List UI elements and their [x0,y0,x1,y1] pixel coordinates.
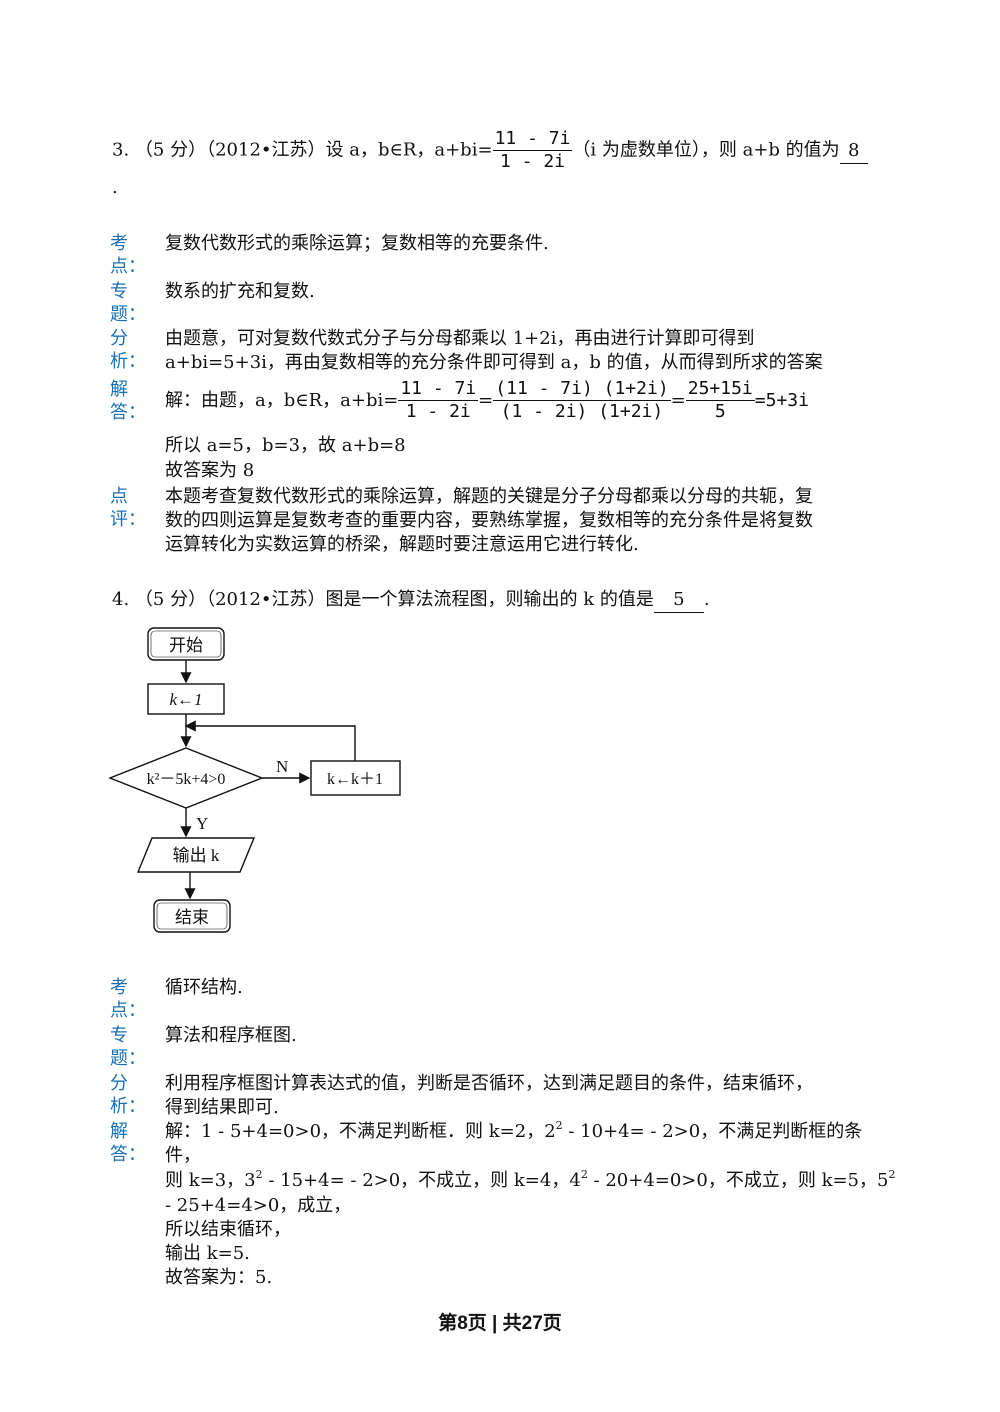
q3-dianping-label: 点评： [110,486,146,530]
q4-jieda-line6: 输出 k=5. [165,1243,250,1264]
q3-dianping-line2: 数的四则运算是复数考查的重要内容，要熟练掌握，复数相等的充分条件是将复数 [165,510,813,531]
q3-suffix: （i 为虚数单位），则 a+b 的值为 [572,139,840,161]
q4-jieda-line2: 件， [165,1145,201,1166]
flow-output-box [136,837,256,873]
flow-output-label: 输出 k [173,846,220,865]
flow-start-label: 开始 [169,636,203,655]
q4-kaodian: 循环结构. [165,977,243,998]
q3-zhuanti: 数系的扩充和复数. [165,281,315,302]
q3-kaodian-label: 考点： [110,233,146,277]
flow-increment-box [310,760,401,796]
flow-condition-label: k²－5k+4>0 [147,771,226,788]
q4-fenxi-label: 分析： [110,1073,146,1117]
q4-jieda-label: 解答： [110,1121,146,1165]
q4-jieda-line3: 则 k=3，32 - 15+4= - 2>0，不成立，则 k=4，42 - 20… [165,1168,896,1191]
page-footer: 第8页 | 共27页 [438,1313,562,1334]
q3-text: （5 分）（2012•江苏）设 a，b∈R，a+bi= [134,139,493,161]
q3-kaodian: 复数代数形式的乘除运算；复数相等的充要条件. [165,233,549,254]
q3-zhuanti-label: 专题： [110,281,146,325]
q3-fenxi-line2: a+bi=5+3i，再由复数相等的充分条件即可得到 a，b 的值，从而得到所求的… [165,352,823,373]
q4-kaodian-label: 考点： [110,977,146,1021]
flow-end-box [153,899,231,933]
q3-jieda-line2: 所以 a=5，b=3，故 a+b=8 [165,435,406,456]
q3-fenxi-label: 分析： [110,328,146,372]
q4-text: （5 分）（2012•江苏）图是一个算法流程图，则输出的 k 的值是 [134,589,654,610]
q3-dianping-line3: 运算转化为实数运算的桥梁，解题时要注意运用它进行转化. [165,534,639,555]
q3-number: 3. [112,139,130,161]
q4-jieda-line5: 所以结束循环， [165,1219,291,1240]
q3-jieda-line3: 故答案为 8 [165,460,255,481]
q4-jieda-line4: - 25+4=4>0，成立， [165,1195,352,1216]
q4-zhuanti: 算法和程序框图. [165,1025,297,1046]
q4-fenxi-line2: 得到结果即可. [165,1097,279,1118]
q4-number: 4. [112,589,130,610]
q3-dot: . [112,177,118,198]
q4-fenxi-line1: 利用程序框图计算表达式的值，判断是否循环，达到满足题目的条件，结束循环， [165,1073,813,1094]
flow-init-label: k←1 [169,690,202,709]
flow-yes-label: Y [196,814,208,833]
q4-jieda-line7: 故答案为：5. [165,1267,273,1288]
q3-answer: 8 [839,139,868,164]
q3-dianping-line1: 本题考查复数代数形式的乘除运算，解题的关键是分子分母都乘以分母的共轭，复 [165,486,813,507]
q3-jieda-label: 解答： [110,379,146,423]
flow-increment-label: k←k＋1 [327,771,383,788]
q4-answer: 5 [653,588,704,613]
q4-jieda-line1: 解：1 - 5+4=0>0，不满足判断框．则 k=2，22 - 10+4= - … [165,1119,863,1142]
q3-fenxi-line1: 由题意，可对复数代数式分子与分母都乘以 1+2i，再由进行计算即可得到 [165,328,755,349]
q4-zhuanti-label: 专题： [110,1025,146,1069]
flow-loop-back [184,720,356,761]
q3-fraction-2: (11 - 7i) (1+2i)(1 - 2i) (1+2i) [493,378,671,422]
q4-flowchart: 开始 k←1 k²－5k+4>0 N k←k＋1 Y 输出 k 结束 [108,627,401,933]
flow-end-label: 结束 [175,908,209,927]
flow-no-label: N [276,757,288,776]
